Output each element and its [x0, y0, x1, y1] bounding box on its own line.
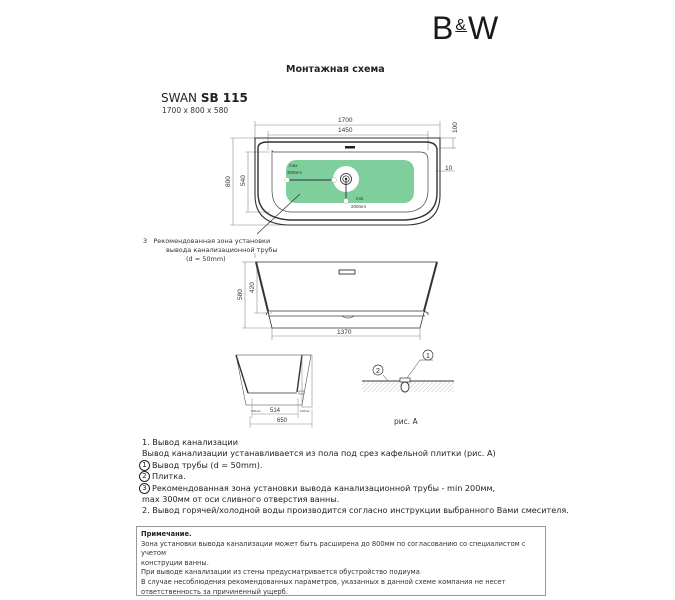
top-view-outer-outline — [254, 137, 441, 226]
zone-callout-line2: вывода канализационной трубы — [166, 246, 278, 254]
zone-max-value: 300mm — [287, 170, 302, 175]
circled-number-1: 1 — [139, 459, 150, 471]
zone-max-label: max — [289, 163, 298, 168]
marker-1 — [422, 349, 434, 361]
zone-callout-leader — [256, 193, 301, 235]
top-view-basin — [271, 149, 429, 213]
dim-420: 420 — [249, 282, 256, 293]
dim-1370: 1370 — [337, 329, 352, 336]
note-sub3-cont: max 300мм от оси сливного отверстия ванн… — [142, 494, 340, 505]
zone-callout: 3 Рекомендованная зона установки вывода … — [143, 237, 278, 264]
dim-540: 540 — [240, 175, 247, 186]
note-sub2-text: Плитка. — [152, 471, 186, 482]
dim-1450: 1450 — [338, 127, 353, 134]
figure-a-caption: рис. А — [394, 417, 418, 426]
marker-1-label: 1 — [426, 353, 430, 360]
circled-number-2: 2 — [139, 471, 150, 483]
side-view — [242, 261, 438, 340]
remark-line2: конструции ванны. — [141, 558, 209, 567]
remark-heading: Примечание. — [141, 530, 192, 538]
dim-1700: 1700 — [338, 117, 353, 124]
product-model: SB 115 — [200, 91, 248, 105]
dim-650: 650 — [277, 418, 288, 424]
dim-800: 800 — [225, 176, 232, 187]
remark-line1: Зона установки вывода канализации может … — [141, 539, 526, 558]
note-item2: 2. Вывод горячей/холодной воды производи… — [142, 505, 569, 516]
page-title: Монтажная схема — [286, 64, 385, 75]
dim-514: 514 — [270, 408, 281, 414]
remark-box: Примечание. Зона установки вывода канали… — [136, 526, 546, 596]
zone-callout-line3: (d = 50mm) — [186, 255, 226, 263]
zone-callout-line1: Рекомендованная зона установки — [153, 237, 271, 245]
top-view-dim-labels: 1700 1450 800 540 100 10 — [225, 117, 459, 187]
product-series: SWAN — [161, 91, 198, 105]
dim-right-100mm: 100mm — [300, 409, 311, 413]
dim-580: 580 — [237, 289, 244, 300]
marker-2 — [372, 364, 384, 376]
product-dimensions: 1700 x 800 x 580 — [162, 106, 229, 115]
brand-logo: B&W — [432, 12, 499, 44]
circled-number-3: 3 — [139, 482, 150, 494]
remark-line4: В случае несоблюдения рекомендованных па… — [141, 577, 506, 586]
note-item1-text: Вывод канализации устанавливается из пол… — [142, 448, 496, 459]
zone-min-label: min. — [356, 196, 365, 201]
note-item1-title: 1. Вывод канализации — [142, 437, 238, 447]
note-sub1-text: Вывод трубы (d = 50mm). — [152, 459, 263, 470]
logo-amp: & — [455, 17, 468, 34]
top-view-rim — [257, 141, 438, 221]
remark-line3: При выводе канализации из стены предусма… — [141, 568, 420, 577]
zone-min-value: 200mm — [351, 204, 366, 209]
marker-2-label: 2 — [376, 368, 380, 375]
remark-line5: ответственность за причиненный ущерб. — [141, 587, 288, 596]
top-view-dimension-lines — [230, 121, 456, 258]
dim-100: 100 — [452, 122, 459, 133]
end-view — [235, 354, 313, 428]
figure-a — [362, 349, 454, 393]
product-name: SWAN SB 115 — [161, 91, 248, 105]
overflow-icon — [345, 146, 355, 149]
note-sub3-text: Рекомендованная зона установки вывода ка… — [152, 482, 496, 493]
installation-notes: 1. Вывод канализации Вывод канализации у… — [139, 437, 569, 517]
dim-left-100mm: 100mm — [251, 409, 262, 413]
logo-w: W — [468, 10, 500, 46]
zone-callout-number: 3 — [143, 237, 148, 245]
logo-b: B — [432, 10, 455, 46]
dim-10: 10 — [445, 165, 453, 172]
